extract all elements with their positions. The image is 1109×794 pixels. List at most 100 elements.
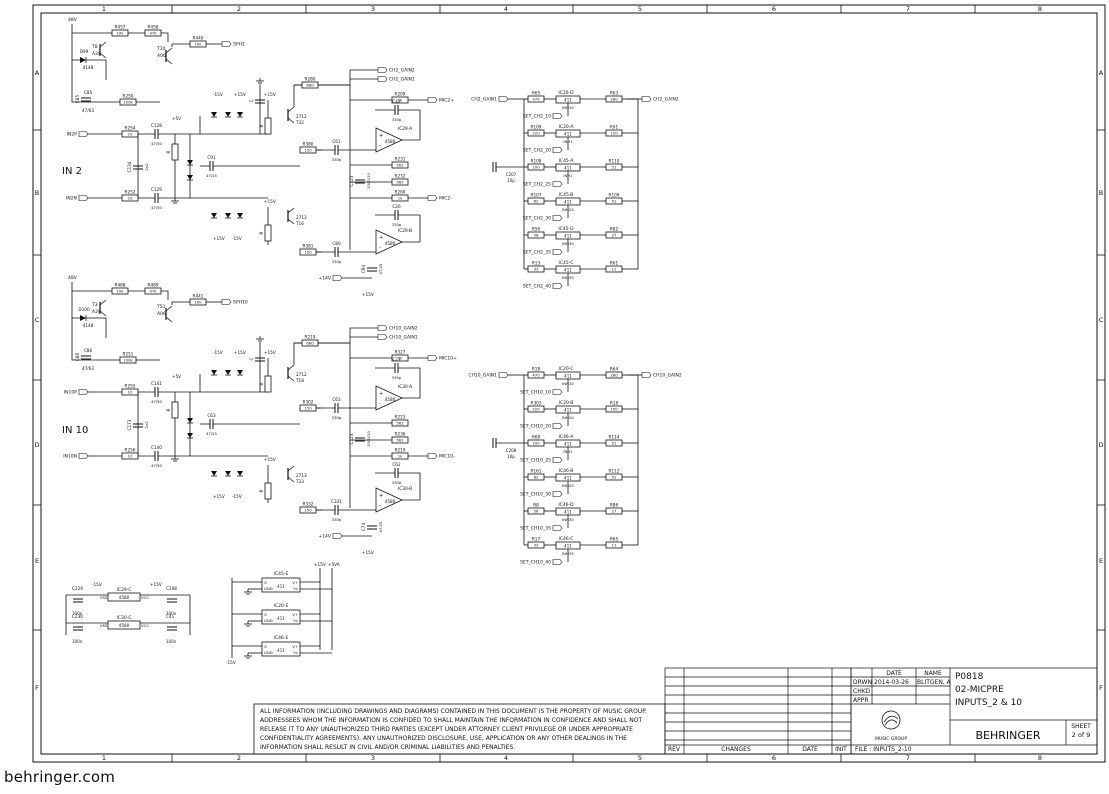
emitter-resistor-body <box>264 375 272 393</box>
rail-label: -15V <box>213 92 223 97</box>
clamp-diode-body <box>211 213 217 218</box>
notice-line-1: ALL INFORMATION (INCLUDING DRAWINGS AND … <box>260 708 647 715</box>
column-markers: 1 2 3 4 5 6 7 8 1 2 3 4 5 6 7 8 <box>102 5 1042 762</box>
zener-diode-body <box>187 433 193 438</box>
switch-part: 411 <box>564 267 572 272</box>
switch-output-flag-shape <box>641 96 652 102</box>
preamp-opamp-b-minus: - <box>379 245 381 251</box>
emitter-resistor-body <box>264 117 272 135</box>
wire <box>161 32 169 42</box>
pin-label: VL <box>293 650 299 655</box>
gain-resistor-body <box>391 436 409 444</box>
bias-resistor-body <box>119 356 137 364</box>
input-resistor-value: 10 <box>128 454 133 459</box>
gain-resistor-ref: R231 <box>395 157 406 162</box>
switch-output-resistor-ref: R109 <box>609 193 620 198</box>
watermark: behringer.com <box>4 768 116 786</box>
feedback-cap-ref: C62 <box>392 462 401 467</box>
wire <box>165 305 173 312</box>
switch-output-resistor-value: 51 <box>612 475 617 480</box>
preamp-opamp-a-body <box>375 127 403 153</box>
switch-input-resistor-value: 100 <box>532 165 540 170</box>
mic-output-flag-shape <box>427 355 438 361</box>
coupling-cap-large-value: 1000/10 <box>366 431 371 447</box>
feedback-cap-ref: C27 <box>392 357 401 362</box>
mic-output-flag-shape <box>427 195 438 201</box>
col-label-top-2: 2 <box>237 5 241 13</box>
input-cap-ref: C128 <box>151 123 162 128</box>
shunt-cap-value: 2n2 <box>144 421 149 429</box>
gain-resistor-value: 562 <box>396 421 404 426</box>
section-label-in10: IN 10 <box>62 425 88 436</box>
switch-power-ic-ref: IC45-E <box>274 571 289 577</box>
revision-table <box>664 667 1098 755</box>
transistor-ref: T8 <box>91 44 98 50</box>
row-label-right-f: F <box>1099 684 1103 692</box>
diode-part: 4148 <box>83 323 94 328</box>
rail-label: -15V <box>226 660 236 665</box>
switch-output-resistor-ref: R61 <box>610 261 619 266</box>
gain-net-flag-shape <box>377 76 388 82</box>
rail-label: +15V <box>264 350 276 355</box>
switch-part: 411 <box>564 97 572 102</box>
wire <box>171 43 190 47</box>
clamp-diode-body <box>225 370 231 375</box>
opamp-power-part: 4580 <box>119 595 130 600</box>
decoupling-cap-ref: C229 <box>72 586 83 591</box>
rail-label: +15V <box>362 550 374 555</box>
row-label-left-d: D <box>34 441 39 449</box>
switch-output-resistor-ref: R110 <box>609 159 620 164</box>
wire <box>287 117 295 124</box>
mic-output-flag-label: MIC2- <box>439 196 452 202</box>
transistor-part: A06 <box>157 311 166 317</box>
input-cap-value: 47/50 <box>151 205 163 210</box>
pin-label: V- <box>264 580 268 585</box>
preamp-opamp-a-part: 4580 <box>385 397 396 402</box>
series-cap-value: 330p <box>332 157 342 162</box>
preamp-opamp-b-part: 4580 <box>385 241 396 246</box>
input-resistor-value: 10 <box>128 196 133 201</box>
gain-resistor-value: 562 <box>396 438 404 443</box>
preamp-opamp-b-ref: IC30-B <box>398 486 412 492</box>
col-label-bottom-6: 6 <box>772 754 776 762</box>
series-cap-value: 330p <box>332 415 342 420</box>
shunt-resistor-body <box>171 143 179 161</box>
shunt-resistor-ref: R <box>166 150 171 153</box>
rail-label: +5VA <box>328 562 340 567</box>
row-chkd-label: CHKD <box>853 688 871 695</box>
switch-part: 411 <box>564 475 572 480</box>
row-label-right-a: A <box>1099 69 1104 77</box>
preamp-opamp-b-body <box>375 487 403 513</box>
diode-body <box>80 57 86 63</box>
switch-input-resistor-ref: R18 <box>532 367 541 372</box>
decoupling-cap-value: 100n <box>72 611 83 616</box>
switch-input-resistor-ref: R8 <box>533 503 539 508</box>
input-resistor-ref: R255 <box>125 384 136 389</box>
switch-power-ic-ref: IC20-E <box>274 603 289 609</box>
bias-resistor-value: 47k <box>149 289 157 294</box>
transistor-part: 2712 <box>296 114 307 119</box>
wire <box>398 472 421 500</box>
series-resistor-value: 150 <box>304 250 312 255</box>
rail-flag-label: +14V <box>318 276 331 282</box>
switch-control-flag-label: SET_CH10_20 <box>520 424 551 430</box>
input-minus-flag-label: IN2N <box>66 196 77 202</box>
rail-cap-ref: C <box>249 99 254 102</box>
sheet-number: 2 of 9 <box>1072 731 1091 739</box>
input-cap-ref: C129 <box>151 187 162 192</box>
gain-resistor-ref: R219 <box>305 335 316 340</box>
input-plus-flag-label: IN10P <box>64 390 77 396</box>
transistor-ref: T32 <box>295 120 304 125</box>
input-plus-flag-shape <box>78 131 89 137</box>
switch-output-resistor-value: 27 <box>612 233 617 238</box>
switch-output-resistor-value: 150 <box>610 131 618 136</box>
switch-control-flag-label: SET_CH2_20 <box>523 148 551 154</box>
input-minus-flag-label: IN10N <box>63 454 77 460</box>
pin-label: GND <box>264 586 273 591</box>
